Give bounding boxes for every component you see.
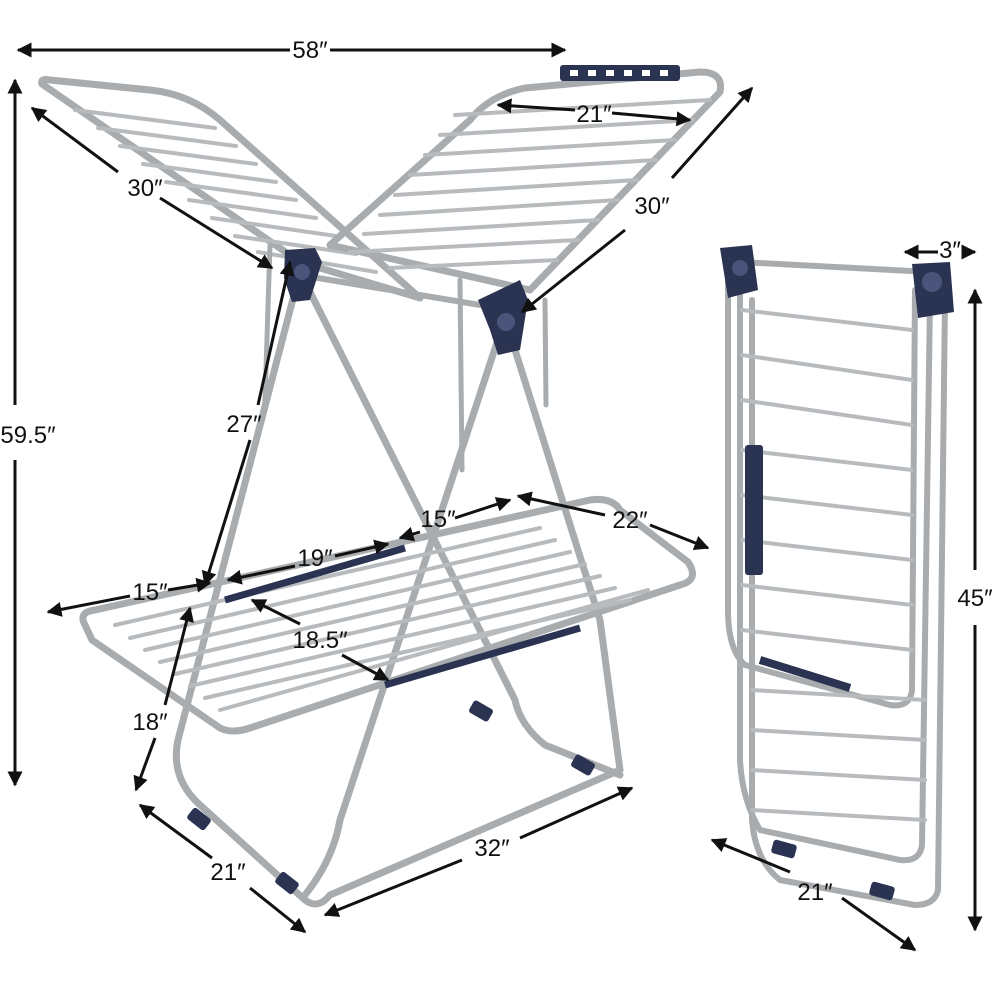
folded-rungs [740,308,927,822]
feet [187,700,595,895]
dim-line-32-a [323,858,463,917]
dim-line-21-base-a [138,803,213,860]
dim-line-19-a [226,564,296,585]
leg-right-front [301,314,509,899]
folded-foot-2 [869,881,895,901]
legs [172,242,624,908]
dim-line-15-top-a [398,526,421,542]
foot-4 [571,754,595,776]
label-base-depth: 32″ [474,835,510,862]
label-wing-width: 21″ [576,101,612,128]
dim-line-21-base-b [249,886,307,934]
top-crossbar [297,272,513,313]
dim-line-22-b [649,523,710,550]
clip-strip [560,65,680,81]
dim-line-27-a [256,260,295,406]
label-folded-width: 21″ [797,879,833,906]
dim-line-15-left-b [167,577,212,593]
label-folded-height: 45″ [957,585,993,612]
bottom-shelf [79,496,696,735]
dim-line-15-left-a [46,594,131,617]
label-overall-height: 59.5″ [0,422,56,449]
dim-line-22-a [516,491,606,517]
label-overall-width: 58″ [292,37,328,64]
shelf-rail-front [384,624,581,689]
label-shelf-depth: 22″ [612,507,648,534]
dim-line-27-b [201,439,252,587]
left-wing-rungs [73,108,378,274]
folded-frame-inner [749,297,948,908]
dim-line-18-a [163,606,194,706]
label-shelf-rail-inner: 18.5″ [292,627,348,654]
dim-line-21-wing-a [496,98,576,114]
label-base-width: 21″ [210,859,246,886]
stay-right [542,297,549,408]
dim-line-21-folded-a [710,838,791,874]
dim-line-15-top-b [454,497,512,520]
label-shelf-rail-width: 19″ [297,545,333,572]
right-wing-rungs [348,98,712,270]
dim-line-185-a [250,598,301,626]
folded-frame-outer [725,259,918,709]
right-wing [326,65,725,294]
dim-line-30-left-a [30,106,119,174]
dimension-lines [7,42,983,952]
shelf-rail-back [224,544,406,604]
leg-right-back [501,314,624,774]
left-wing [38,76,424,302]
stay-mid [457,277,465,473]
label-leg-height: 27″ [226,411,262,438]
dim-line-30-right-a [670,86,754,179]
leg-left-front [172,268,624,908]
foot-1 [187,807,211,831]
folded-rack [720,245,954,908]
label-wing-right: 30″ [634,193,670,220]
folded-frame-middle [737,287,933,864]
label-folded-thickness: 3″ [939,237,961,264]
dim-line-185-b [341,653,390,682]
dim-line-21-wing-b [611,111,692,127]
dimension-labels: 58″ 59.5″ 30″ 30″ 21″ 27″ 15″ 22″ 19″ 15… [0,37,993,906]
foot-2 [275,871,299,895]
folded-top-bar [737,259,933,275]
dim-line-18-b [133,737,157,792]
label-shelf-height: 18″ [132,709,168,736]
dim-line-21-folded-b [841,896,917,952]
folded-foot-1 [771,839,797,859]
dim-line-30-left-b [159,196,274,270]
label-wing-left: 30″ [127,175,163,202]
foot-3 [469,700,493,722]
dim-line-30-right-b [520,228,626,314]
shelf-frame [79,496,696,735]
folded-shelf-rail [758,656,852,692]
folded-clip-strip [745,445,763,575]
clip-teeth [570,70,668,76]
dim-line-32-b [519,786,634,840]
label-shelf-inner-span: 15″ [420,506,456,533]
leg-left-back [296,268,624,779]
label-shelf-side-span: 15″ [132,579,168,606]
dim-line-19-b [334,539,390,558]
left-wing-frame [38,76,424,302]
